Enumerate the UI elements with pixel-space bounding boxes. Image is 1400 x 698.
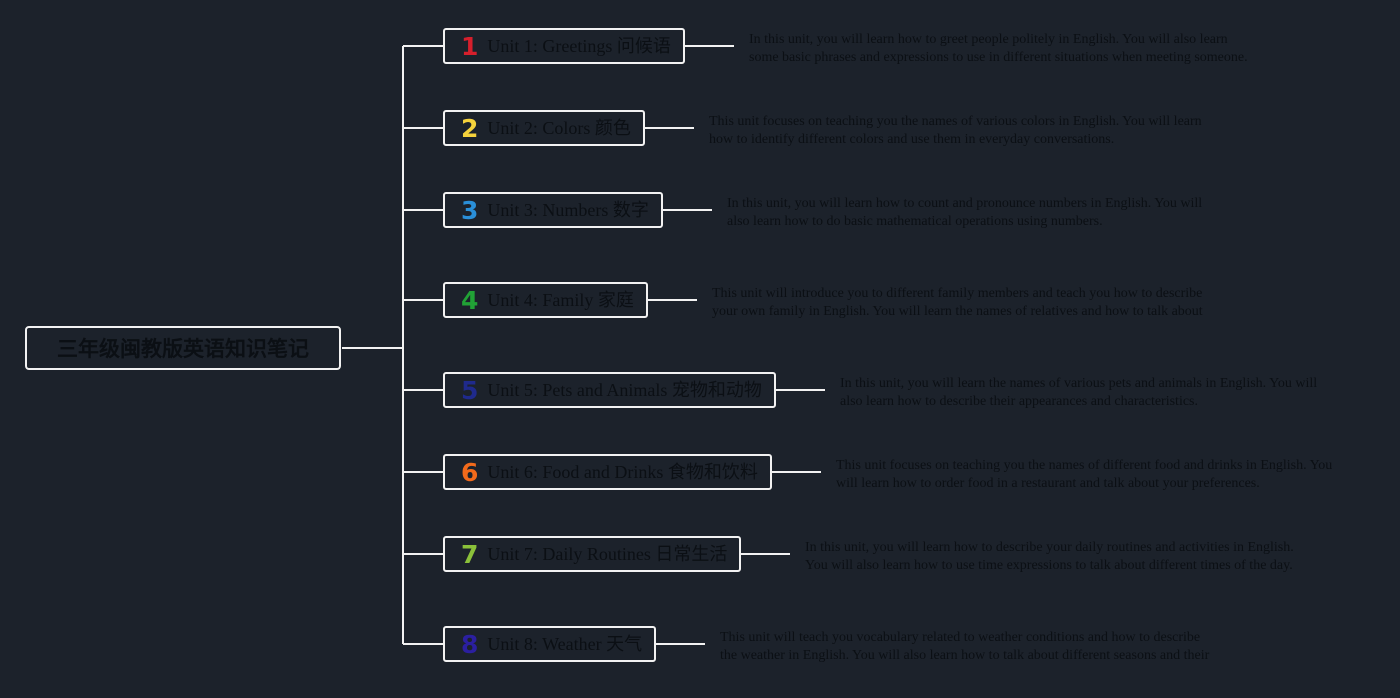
unit-node-8[interactable]: 8 Unit 8: Weather 天气: [443, 626, 656, 662]
unit-label: Unit 2: Colors 颜色: [487, 118, 631, 138]
root-topic-label: 三年级闽教版英语知识笔记: [57, 337, 309, 361]
unit-node-1[interactable]: 1 Unit 1: Greetings 问候语: [443, 28, 685, 64]
unit-description: In this unit, you will learn how to desc…: [805, 540, 1294, 573]
unit-label: Unit 1: Greetings 问候语: [487, 36, 671, 56]
unit-number-icon: 1: [461, 31, 479, 61]
unit-description: This unit will teach you vocabulary rela…: [720, 630, 1210, 663]
unit-description: This unit will introduce you to differen…: [712, 286, 1203, 319]
unit-number-icon: 6: [461, 457, 479, 487]
unit-description: This unit focuses on teaching you the na…: [709, 114, 1202, 147]
unit-label: Unit 6: Food and Drinks 食物和饮料: [487, 462, 758, 482]
unit-number-icon: 2: [461, 113, 479, 143]
root-topic[interactable]: 三年级闽教版英语知识笔记: [25, 326, 341, 370]
unit-label: Unit 3: Numbers 数字: [487, 200, 649, 220]
unit-number-icon: 7: [461, 539, 479, 569]
unit-label: Unit 5: Pets and Animals 宠物和动物: [487, 380, 762, 400]
unit-label: Unit 4: Family 家庭: [487, 290, 634, 310]
unit-label: Unit 8: Weather 天气: [487, 634, 643, 654]
unit-number-icon: 8: [461, 629, 479, 659]
unit-node-6[interactable]: 6 Unit 6: Food and Drinks 食物和饮料: [443, 454, 772, 490]
unit-description: This unit focuses on teaching you the na…: [836, 458, 1333, 491]
unit-description: In this unit, you will learn how to coun…: [727, 196, 1203, 229]
unit-node-3[interactable]: 3 Unit 3: Numbers 数字: [443, 192, 663, 228]
unit-node-5[interactable]: 5 Unit 5: Pets and Animals 宠物和动物: [443, 372, 776, 408]
unit-node-2[interactable]: 2 Unit 2: Colors 颜色: [443, 110, 645, 146]
unit-node-7[interactable]: 7 Unit 7: Daily Routines 日常生活: [443, 536, 741, 572]
unit-description: In this unit, you will learn how to gree…: [749, 32, 1248, 65]
unit-number-icon: 4: [461, 285, 479, 315]
unit-node-4[interactable]: 4 Unit 4: Family 家庭: [443, 282, 648, 318]
unit-number-icon: 3: [461, 195, 479, 225]
unit-label: Unit 7: Daily Routines 日常生活: [487, 544, 728, 564]
unit-description: In this unit, you will learn the names o…: [840, 376, 1318, 409]
unit-number-icon: 5: [461, 375, 479, 405]
